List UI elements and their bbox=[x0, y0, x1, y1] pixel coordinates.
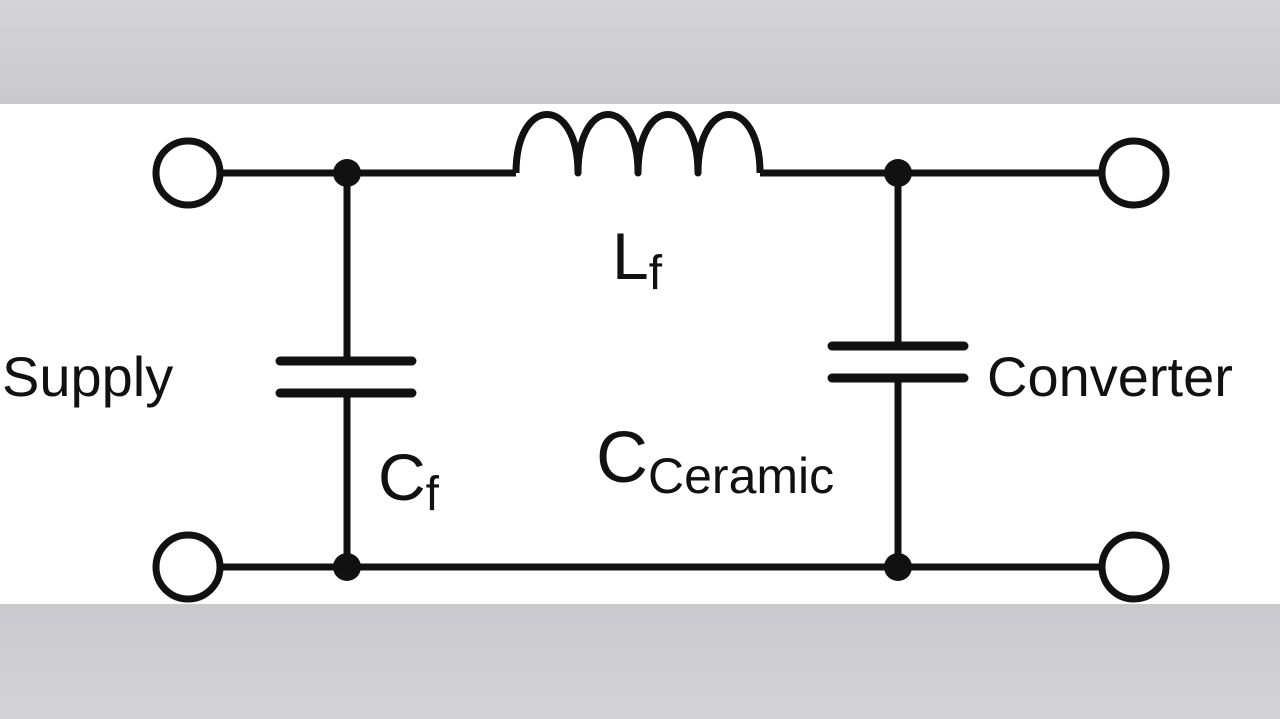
cap-filter-label-main: C bbox=[378, 440, 426, 514]
inductor-lf bbox=[512, 111, 764, 177]
junction-dot-bottom-left bbox=[333, 553, 361, 581]
junction-dot-top-right bbox=[884, 159, 912, 187]
junction-dot-bottom-right bbox=[884, 553, 912, 581]
cap-ceramic-label: CCeramic bbox=[596, 418, 834, 504]
inductor-label-sub: f bbox=[649, 247, 663, 300]
cap-filter-label: Cf bbox=[378, 440, 440, 521]
converter-label: Converter bbox=[987, 345, 1233, 408]
cap-filter-label-sub: f bbox=[426, 468, 440, 521]
terminal-converter-top bbox=[1098, 137, 1170, 209]
cap-ceramic-label-main: C bbox=[596, 418, 648, 498]
bottom-gray-band bbox=[0, 604, 1280, 719]
top-gray-band bbox=[0, 0, 1280, 104]
terminal-converter-bottom bbox=[1098, 531, 1170, 603]
terminal-supply-top bbox=[152, 137, 224, 209]
inductor-label-main: L bbox=[612, 219, 649, 293]
terminal-supply-bottom bbox=[152, 531, 224, 603]
cap-ceramic-label-sub: Ceramic bbox=[648, 448, 834, 504]
inductor-label: Lf bbox=[612, 219, 663, 300]
supply-label: Supply bbox=[2, 345, 173, 408]
junction-dot-top-left bbox=[333, 159, 361, 187]
